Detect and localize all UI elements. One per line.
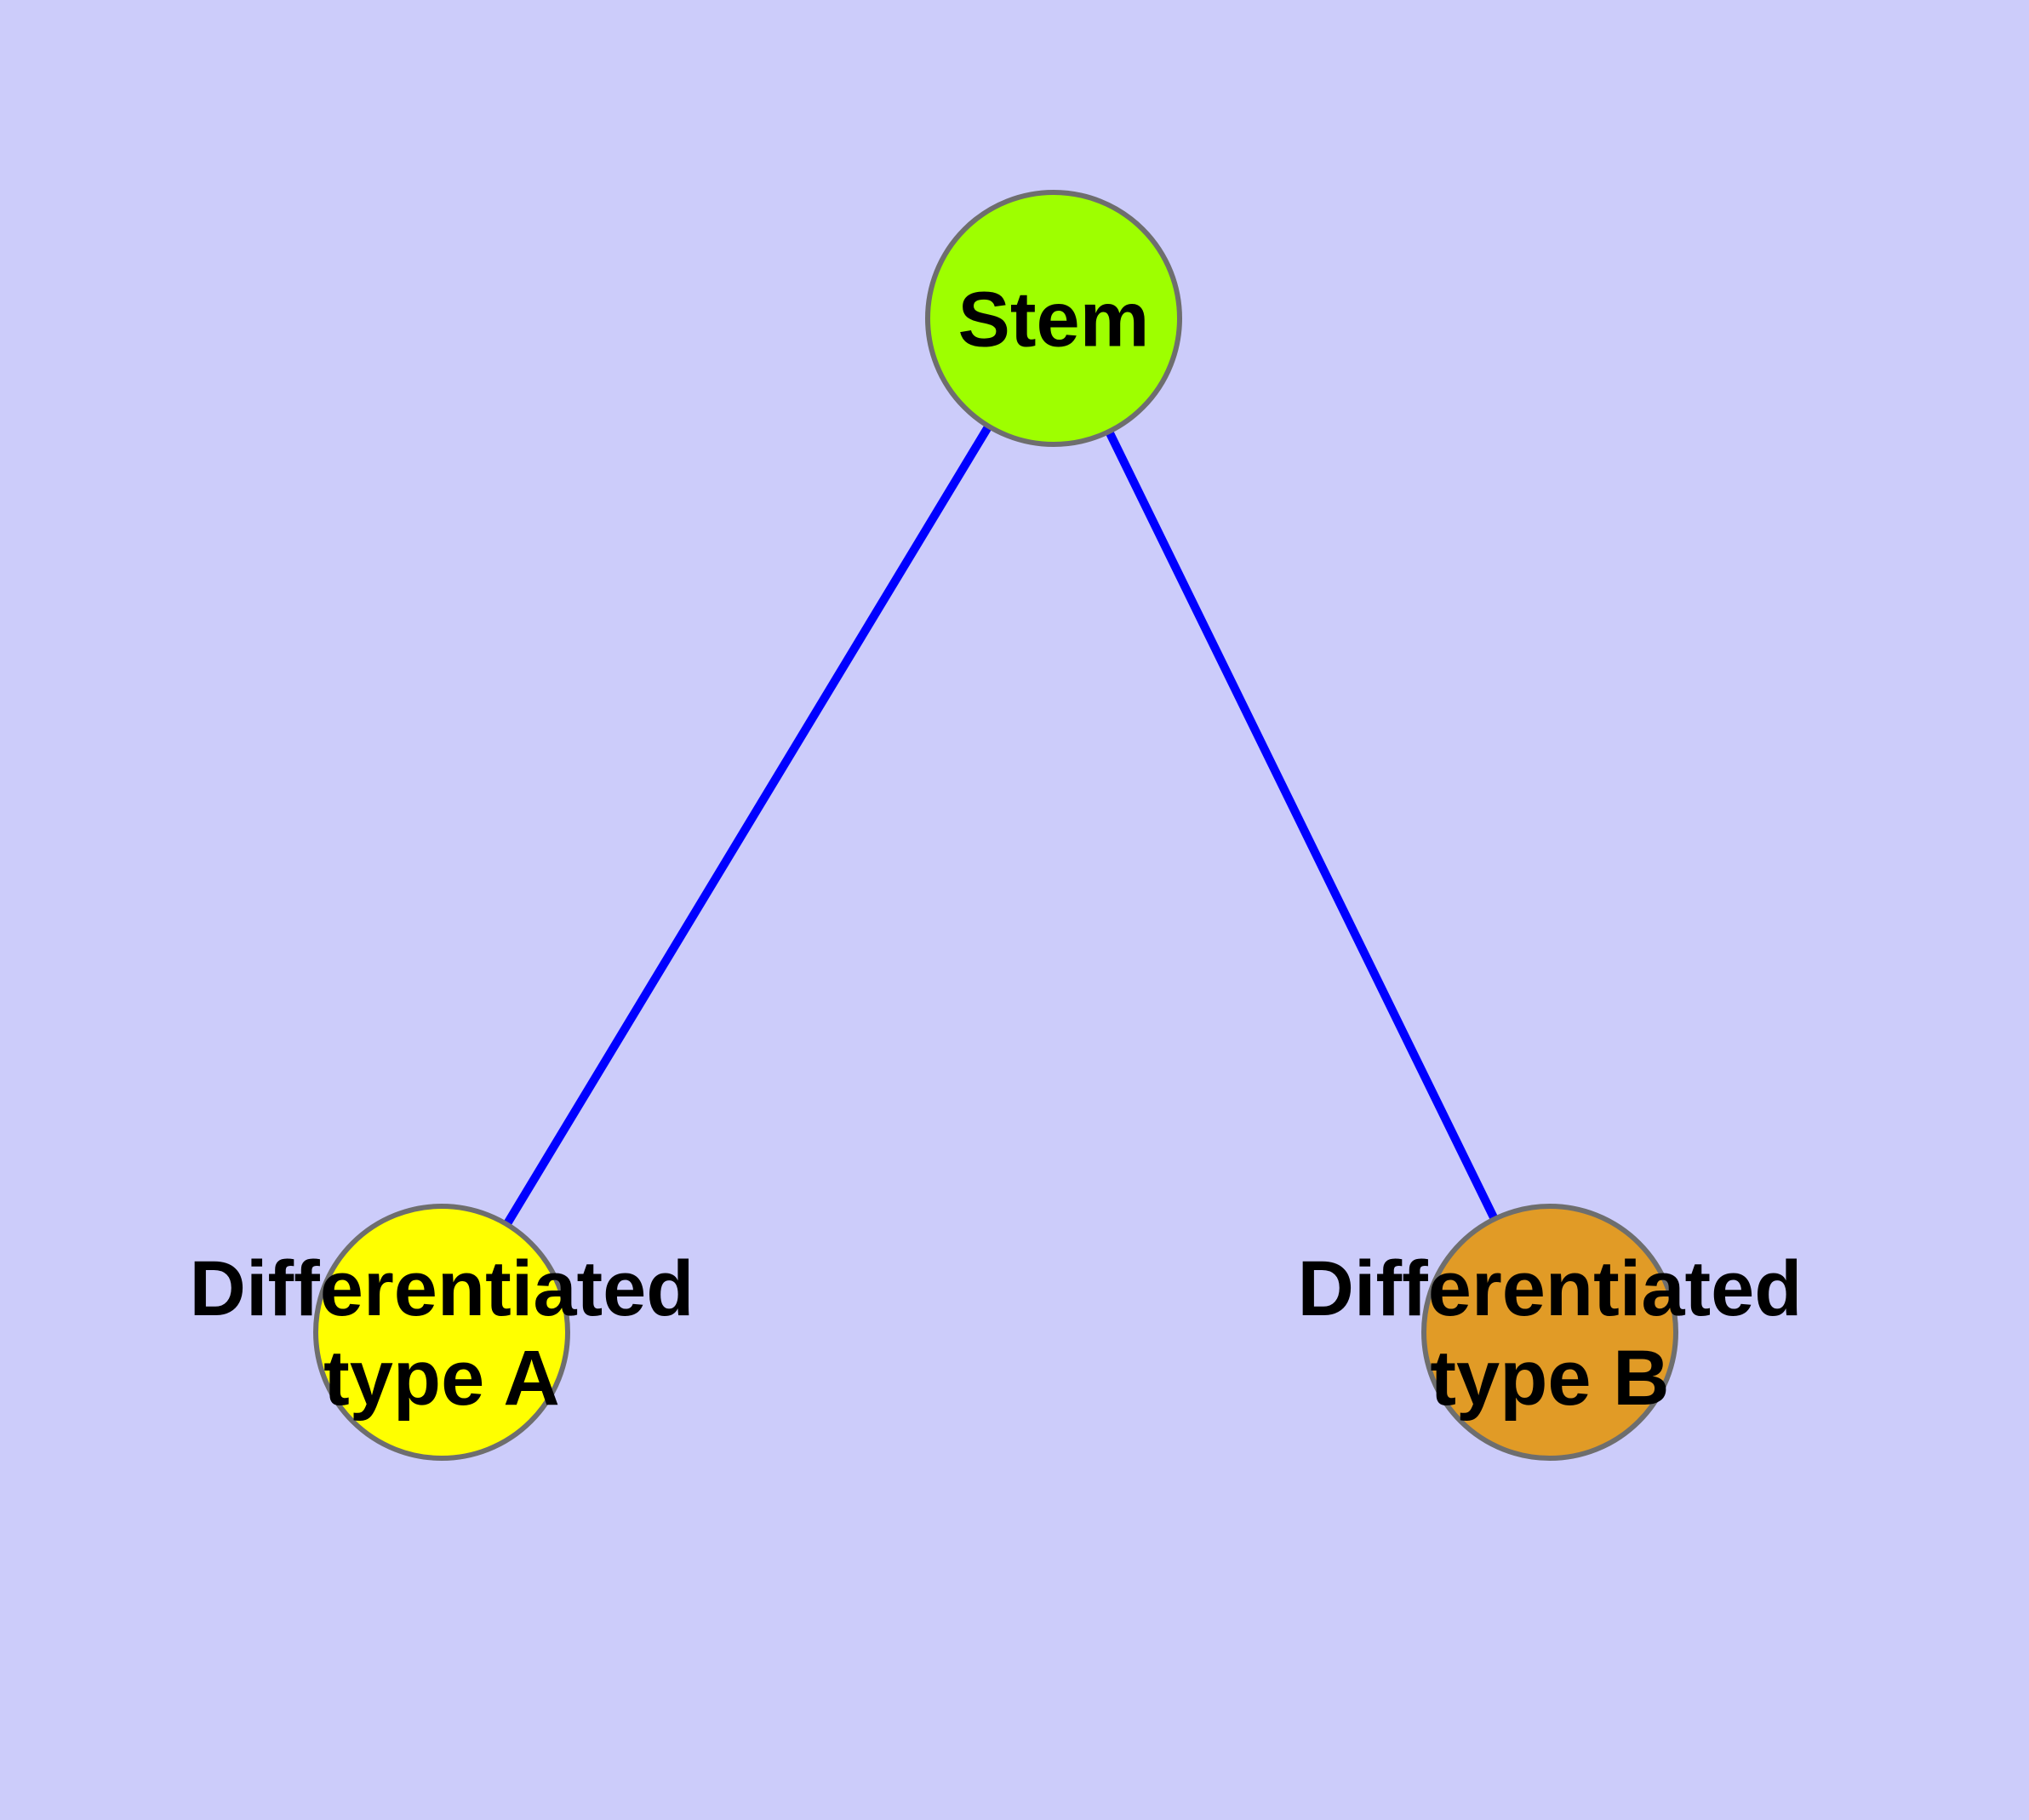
node-label-diff-b: type B xyxy=(1430,1335,1669,1422)
node-label-diff-a: Differentiated xyxy=(190,1245,694,1332)
graph-node-diff-a[interactable] xyxy=(313,1204,570,1461)
node-label-diff-a: type A xyxy=(323,1335,560,1422)
graph-node-diff-b[interactable] xyxy=(1421,1204,1678,1461)
node-label-stem: Stem xyxy=(958,277,1150,363)
graph-node-stem[interactable] xyxy=(925,190,1182,447)
graph-edge xyxy=(1049,316,1554,1335)
edge-layer xyxy=(437,316,1554,1335)
graph-edge xyxy=(437,316,1058,1335)
node-label-diff-b: Differentiated xyxy=(1298,1245,1803,1332)
node-layer xyxy=(313,190,1678,1461)
